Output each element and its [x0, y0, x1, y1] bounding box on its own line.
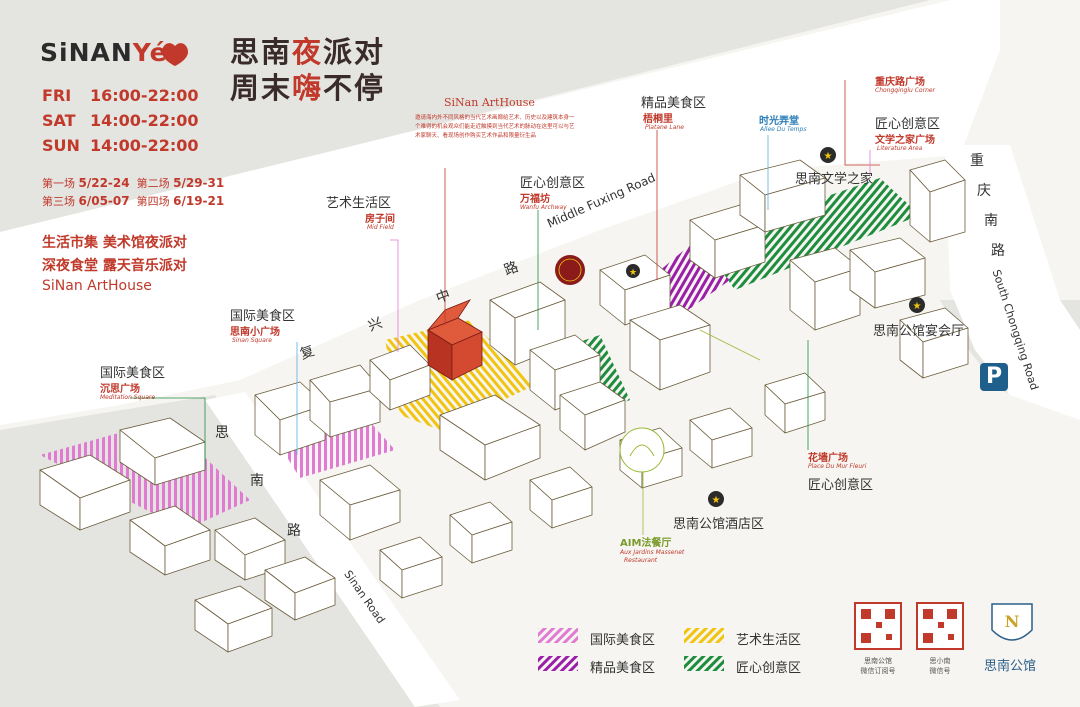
svg-text:★: ★: [712, 495, 721, 506]
legend-label-fine-food: 精品美食区: [590, 661, 656, 676]
slogan: 思南夜派对 周末嗨不停: [230, 34, 385, 106]
arthouse-title: SiNan ArtHouse: [444, 96, 535, 109]
brand-logo: SiNANYé: [40, 38, 168, 67]
brand-heart-icon: [162, 43, 188, 66]
zone-label-intl-med: 国际美食区: [100, 366, 166, 381]
svg-text:N: N: [1005, 612, 1020, 631]
road-chongqing: [945, 145, 1080, 420]
road-sinan-cn-2: 南: [250, 473, 264, 489]
zone-label-arts: 艺术生活区: [326, 196, 392, 211]
zone-label-fine-food: 精品美食区: [641, 96, 707, 111]
landmark-banquet-hall: 思南公馆宴会厅: [873, 324, 965, 339]
zone-en-fine-food: Platane Lane: [645, 124, 684, 131]
sinan-mansion-logo: N: [991, 603, 1033, 641]
road-chongqing-cn-1: 重: [970, 153, 984, 169]
landmark-literature-house: 思南文学之家: [795, 172, 874, 187]
activities-line3: SiNan ArtHouse: [42, 278, 152, 294]
qr-label-subscription: 思南公馆微信订阅号: [860, 657, 896, 675]
road-chongqing-cn-2: 庆: [977, 183, 991, 199]
qr-codes: [854, 602, 964, 650]
zone-en-chongqing-corner: Chongqinglu Corner: [875, 87, 936, 94]
brand-name-part2: Yé: [132, 38, 168, 67]
zone-cn-intl-med: 沉思广场: [100, 384, 140, 395]
zone-cn-crafts-lit: 文学之家广场: [875, 135, 935, 146]
road-sinan-cn-1: 思: [215, 425, 229, 441]
aim-logo: [619, 427, 665, 473]
svg-text:★: ★: [824, 151, 833, 162]
rounds-row1: 第一场 5/22-24 第二场 5/29-31: [42, 176, 225, 190]
zone-cn-chongqing-corner: 重庆路广场: [875, 77, 925, 88]
zone-cn-aim: AIM法餐厅: [620, 538, 672, 549]
zone-en-aim-1: Aux Jardins Massenet: [620, 549, 685, 556]
brand-name-part1: SiNAN: [40, 38, 133, 67]
legend-swatches: [538, 628, 724, 671]
activities-line1: 生活市集 美术馆夜派对: [42, 235, 187, 251]
wanfu-seal: [555, 255, 585, 285]
sinan-mansion-logo-text: 思南公馆: [984, 659, 1037, 674]
leader-lines: [130, 80, 880, 535]
svg-text:★: ★: [913, 301, 922, 312]
parking-icon: P: [980, 363, 1008, 391]
slogan-line1: 思南夜派对: [230, 35, 386, 69]
zone-en-arts: Mid Field: [367, 224, 394, 231]
zone-en-time-lane: Allee Du Temps: [760, 126, 807, 133]
road-chongqing-cn-3: 南: [984, 213, 998, 229]
zone-cn-flower: 花墙广场: [808, 453, 848, 464]
zone-label-crafts-lit: 匠心创意区: [875, 117, 941, 132]
zone-label-crafts-wanfu: 匠心创意区: [520, 176, 586, 191]
arthouse-building: [427, 299, 483, 381]
legend-label-intl: 国际美食区: [590, 633, 656, 648]
zone-cn-crafts-wanfu: 万福坊: [520, 194, 550, 205]
zone-label-flower: 匠心创意区: [808, 478, 874, 493]
svg-text:★: ★: [629, 268, 637, 278]
zone-label-intl-sinan: 国际美食区: [230, 309, 296, 324]
road-sinan-cn-3: 路: [287, 523, 301, 539]
buildings: [39, 159, 969, 653]
activities-line2: 深夜食堂 露天音乐派对: [42, 258, 187, 274]
road-fuxing: [0, 0, 1000, 425]
zone-en-crafts-wanfu: Wanfu Archway: [520, 204, 567, 211]
legend-label-crafts: 匠心创意区: [736, 661, 802, 676]
zone-cn-intl-sinan: 思南小广场: [230, 327, 280, 338]
rounds-row2: 第三场 6/05-07 第四场 6/19-21: [42, 194, 225, 208]
landmark-hotel: 思南公馆酒店区: [673, 517, 765, 532]
arthouse-description: 邀请海内外不同风格的当代艺术画廊给艺术、历史以及建筑本身一个难得的机会观众们能走…: [415, 115, 575, 139]
road-sinan: [205, 392, 460, 707]
zone-en-flower: Place Du Mur Fleuri: [808, 463, 867, 470]
slogan-line2: 周末嗨不停: [230, 71, 386, 105]
zone-en-aim-2: Restaurant: [624, 557, 658, 564]
legend-label-arts: 艺术生活区: [736, 633, 802, 648]
zone-en-intl-sinan: Sinan Square: [232, 337, 272, 344]
zone-en-intl-med: Meditation Square: [100, 394, 156, 401]
qr-label-wechat: 思小南微信号: [929, 657, 951, 675]
zone-en-crafts-lit: Literature Area: [877, 145, 923, 152]
road-chongqing-cn-4: 路: [991, 243, 1005, 259]
zone-cn-fine-food: 梧桐里: [643, 114, 673, 125]
landmark-markers: ★ ★ ★ ★: [626, 147, 925, 507]
zone-cn-time-lane: 时光弄堂: [759, 116, 799, 127]
zone-cn-arts: 房子间: [365, 214, 395, 225]
